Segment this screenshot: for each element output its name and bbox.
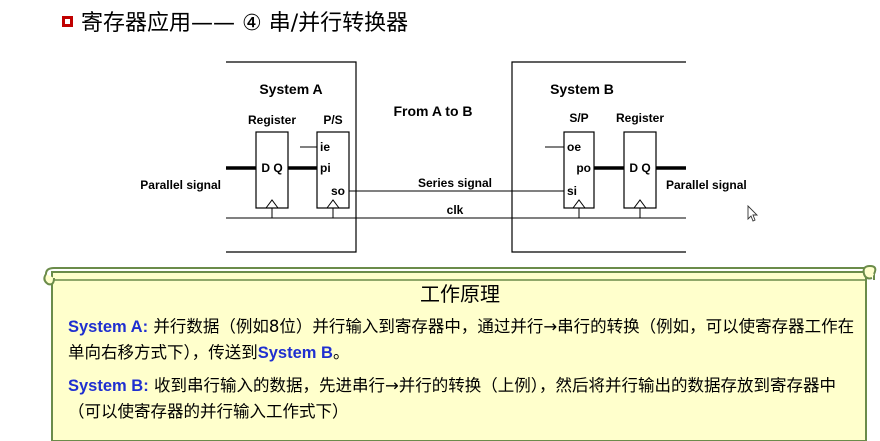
- sp-converter-diagram: System A System B From A to B Register P…: [140, 61, 759, 253]
- system-a-label: System A: [259, 81, 322, 97]
- system-b-description: 收到串行输入的数据，先进串行→并行的转换（上例），然后将并行输出的数据存放到寄存…: [68, 376, 837, 421]
- from-a-to-b-label: From A to B: [393, 103, 472, 119]
- system-b-paragraph: System B: 收到串行输入的数据，先进串行→并行的转换（上例），然后将并行…: [68, 373, 868, 424]
- oe-label: oe: [567, 140, 581, 154]
- system-b-box: [511, 61, 686, 253]
- si-label: si: [567, 184, 577, 198]
- clk-label: clk: [447, 203, 464, 217]
- ps-label: P/S: [323, 113, 342, 127]
- system-b-label: System B: [550, 81, 614, 97]
- system-a-box: [226, 61, 357, 253]
- slide-title: 寄存器应用—— ④ 串/并行转换器: [62, 4, 408, 38]
- pi-label: pi: [320, 161, 331, 175]
- series-signal-label: Series signal: [418, 176, 492, 190]
- principle-scroll-panel: 工作原理 System A: 并行数据（例如8位）并行输入到寄存器中，通过并行→…: [40, 262, 880, 441]
- clock-triangle-icon: [633, 199, 647, 209]
- register-a-label: Register: [248, 113, 296, 127]
- clock-triangle-icon: [326, 199, 340, 209]
- sp-label: S/P: [569, 111, 588, 125]
- system-a-term: System A:: [68, 318, 149, 336]
- register-a-block: [255, 131, 289, 209]
- scroll-curl-right-icon: [862, 264, 877, 280]
- parallel-signal-out-label: Parallel signal: [666, 178, 747, 192]
- sp-converter-block: [563, 131, 595, 209]
- title-text: 寄存器应用—— ④ 串/并行转换器: [81, 11, 409, 36]
- register-b-label: Register: [616, 111, 664, 125]
- system-a-paragraph: System A: 并行数据（例如8位）并行输入到寄存器中，通过并行→串行的转换…: [68, 314, 868, 366]
- system-b-term: System B:: [68, 377, 149, 395]
- system-a-description: 并行数据（例如8位）并行输入到寄存器中，通过并行→串行的转换（例如，可以使寄存器…: [68, 317, 855, 362]
- ps-converter-block: [316, 131, 350, 209]
- principle-title: 工作原理: [420, 282, 500, 306]
- dq-b-label: D Q: [629, 161, 650, 175]
- mouse-cursor-icon: [747, 204, 759, 222]
- system-b-term-inline: System B: [257, 344, 333, 362]
- square-bullet-icon: [62, 15, 73, 27]
- scroll-frame: [43, 264, 877, 441]
- register-b-block: [623, 131, 657, 209]
- ie-label: ie: [320, 140, 330, 154]
- clock-triangle-icon: [572, 199, 586, 209]
- scroll-curl-left-icon: [43, 273, 55, 286]
- so-label: so: [331, 184, 345, 198]
- parallel-signal-in-label: Parallel signal: [140, 178, 221, 192]
- dq-a-label: D Q: [261, 161, 282, 175]
- period: 。: [332, 343, 350, 362]
- clock-triangle-icon: [265, 199, 279, 209]
- po-label: po: [576, 161, 591, 175]
